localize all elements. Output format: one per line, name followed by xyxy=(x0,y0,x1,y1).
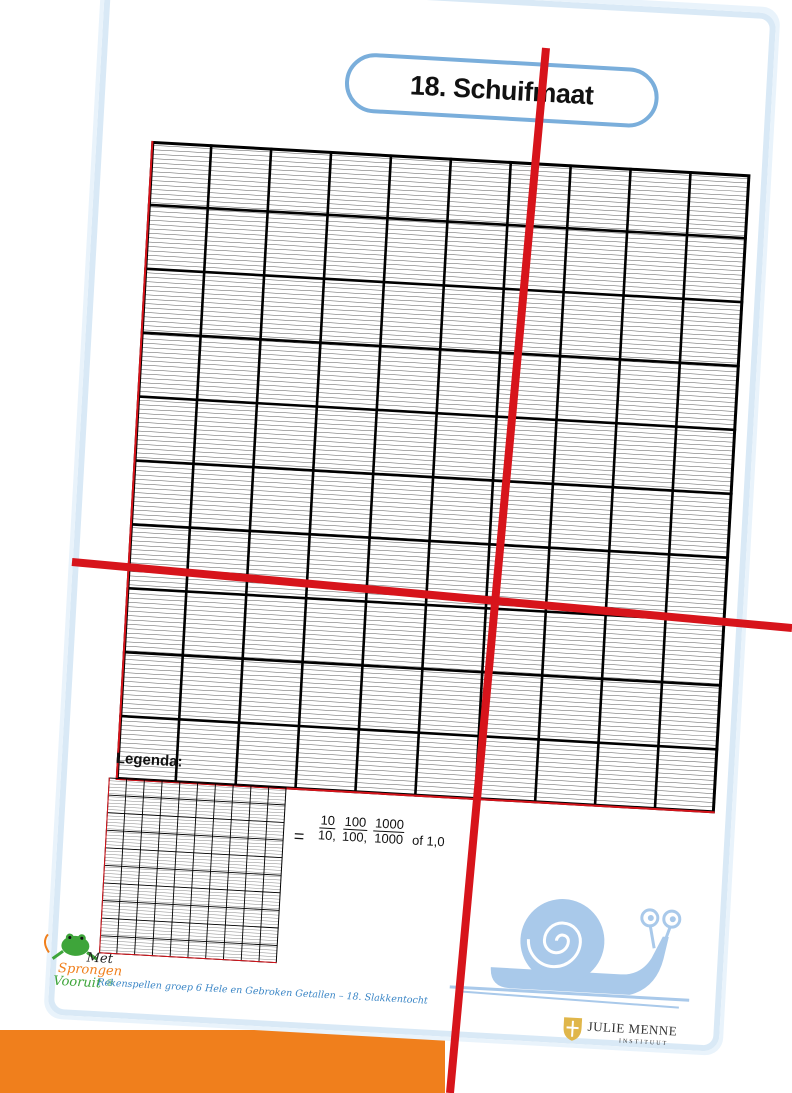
red-vertical-line xyxy=(450,48,546,1093)
red-horizontal-line xyxy=(72,562,792,628)
